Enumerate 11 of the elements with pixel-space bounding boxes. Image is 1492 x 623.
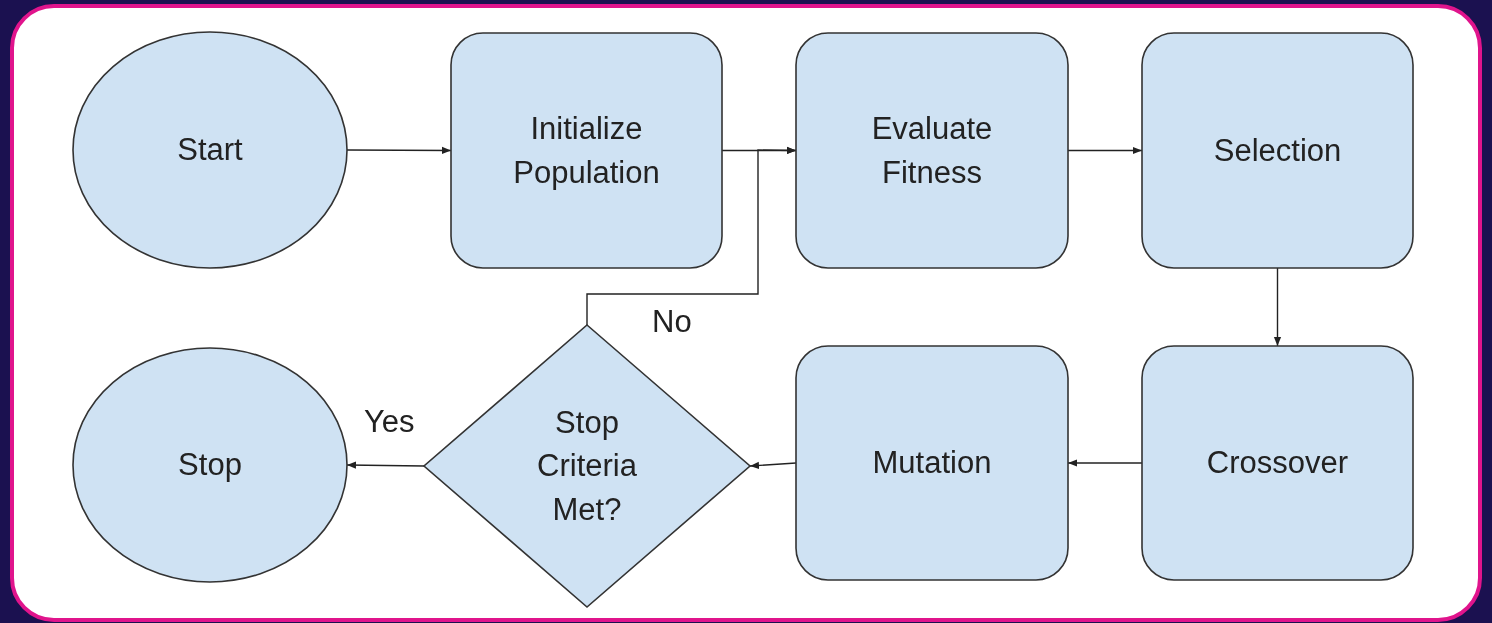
node-label: Selection [1213, 131, 1342, 170]
node-label: Start [177, 131, 243, 170]
node-label: Crossover [1206, 444, 1349, 483]
arrow [586, 146, 797, 326]
node-label: Stop Criteria Met? [536, 403, 638, 529]
arrow [1273, 267, 1282, 347]
arrow [749, 461, 797, 469]
node-label: Stop [178, 446, 242, 485]
node-label: Evaluate Fitness [870, 110, 994, 192]
node-label: Initialize Population [512, 110, 661, 192]
node-label: Mutation [872, 444, 992, 483]
